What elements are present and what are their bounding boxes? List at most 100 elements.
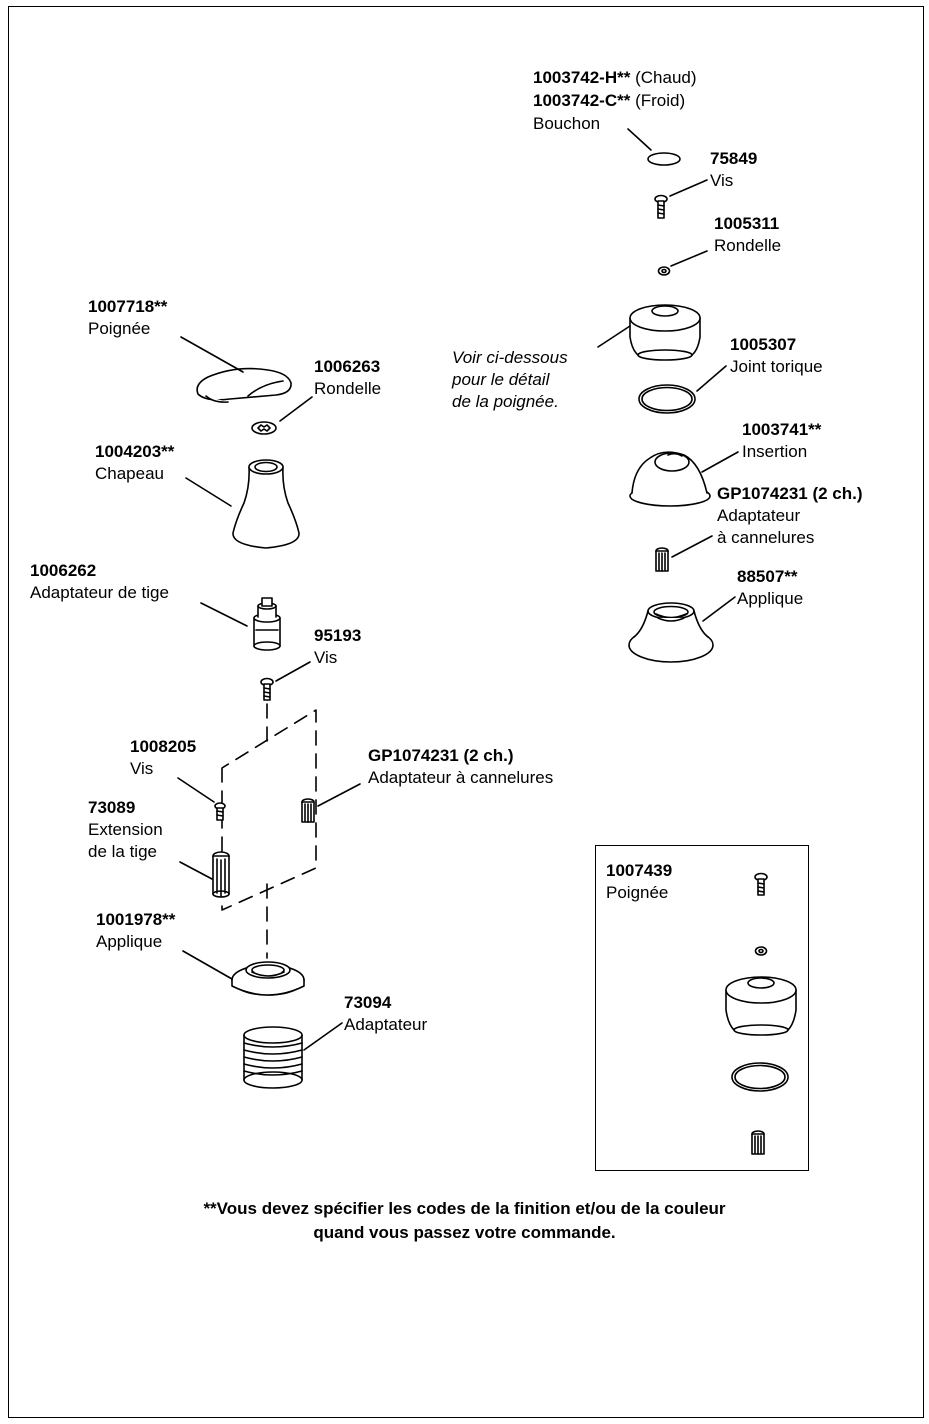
label-button-cap-name: Bouchon bbox=[533, 114, 601, 133]
part-description: Rondelle bbox=[314, 379, 382, 398]
leader-line bbox=[185, 477, 232, 507]
label-escutcheon-1001978: 1001978** Applique bbox=[96, 909, 175, 953]
leader-line bbox=[303, 1022, 343, 1051]
part-description: (Froid) bbox=[635, 91, 686, 110]
label-threaded-adapter-73094: 73094 Adaptateur bbox=[344, 992, 427, 1036]
label-washer-1006263: 1006263 Rondelle bbox=[314, 356, 381, 400]
leader-line bbox=[597, 325, 631, 348]
label-splined-adapter-right: GP1074231 (2 ch.) Adaptateur à cannelure… bbox=[717, 483, 863, 549]
part-description: Insertion bbox=[742, 442, 808, 461]
splined-adapter-part-left bbox=[301, 798, 315, 823]
footnote-line: quand vous passez votre commande. bbox=[313, 1223, 616, 1242]
label-insert-1003741: 1003741** Insertion bbox=[742, 419, 821, 463]
part-description: (Chaud) bbox=[635, 68, 697, 87]
label-cap-1004203: 1004203** Chapeau bbox=[95, 441, 174, 485]
part-number: 1003741** bbox=[742, 420, 822, 439]
label-splined-adapter-left: GP1074231 (2 ch.) Adaptateur à cannelure… bbox=[368, 745, 553, 789]
label-escutcheon-88507: 88507** Applique bbox=[737, 566, 803, 610]
label-lever-handle-1007718: 1007718** Poignée bbox=[88, 296, 167, 340]
inset-splined-adapter-part bbox=[751, 1130, 765, 1155]
label-button-cap-cold: 1003742-C** (Froid) bbox=[533, 90, 685, 112]
leader-line bbox=[696, 365, 727, 392]
part-description: à cannelures bbox=[717, 528, 815, 547]
page-border bbox=[8, 6, 924, 1418]
part-description: Joint torique bbox=[730, 357, 823, 376]
inset-screw-part bbox=[754, 872, 768, 896]
leader-line bbox=[671, 535, 713, 558]
cap-part-1004203 bbox=[232, 459, 300, 549]
button-cap-part bbox=[647, 152, 681, 166]
part-description: Adaptateur à cannelures bbox=[368, 768, 554, 787]
escutcheon-part-1001978 bbox=[231, 961, 305, 996]
part-number: 1005307 bbox=[730, 335, 797, 354]
part-description: Poignée bbox=[88, 319, 151, 338]
washer-part-1006263 bbox=[251, 421, 277, 435]
handle-knob-part bbox=[629, 304, 701, 361]
label-screw-1008205: 1008205 Vis bbox=[130, 736, 196, 780]
label-o-ring-1005307: 1005307 Joint torique bbox=[730, 334, 823, 378]
part-number: 73094 bbox=[344, 993, 392, 1012]
part-number: 88507** bbox=[737, 567, 798, 586]
stem-adapter-part-1006262 bbox=[253, 597, 281, 651]
part-description: Applique bbox=[96, 932, 163, 951]
order-footnote: **Vous devez spécifier les codes de la f… bbox=[0, 1197, 929, 1245]
leader-line bbox=[275, 661, 311, 682]
label-handle-detail-note: Voir ci-dessous pour le détail de la poi… bbox=[452, 347, 568, 413]
washer-part-1005311 bbox=[657, 266, 671, 276]
note-line: pour le détail bbox=[452, 370, 550, 389]
handle-detail-inset bbox=[595, 845, 809, 1171]
leader-line bbox=[279, 396, 313, 422]
leader-line bbox=[200, 602, 248, 627]
leader-line bbox=[179, 861, 213, 880]
o-ring-part-1005307 bbox=[638, 384, 696, 414]
label-button-cap-hot: 1003742-H** (Chaud) bbox=[533, 67, 697, 89]
leader-line bbox=[317, 783, 361, 807]
part-number: 1008205 bbox=[130, 737, 197, 756]
leader-line bbox=[627, 128, 652, 151]
assembly-guide-lines bbox=[221, 703, 317, 959]
leader-line bbox=[701, 451, 739, 473]
label-stem-adapter-1006262: 1006262 Adaptateur de tige bbox=[30, 560, 169, 604]
part-description: Extension bbox=[88, 820, 163, 839]
note-line: Voir ci-dessous bbox=[452, 348, 568, 367]
part-number: 75849 bbox=[710, 149, 758, 168]
inset-o-ring-part bbox=[731, 1062, 789, 1092]
part-number: 1001978** bbox=[96, 910, 176, 929]
part-description: Applique bbox=[737, 589, 804, 608]
label-screw-95193: 95193 Vis bbox=[314, 625, 361, 669]
label-screw-75849: 75849 Vis bbox=[710, 148, 757, 192]
part-number: 1007718** bbox=[88, 297, 168, 316]
part-number: 1006262 bbox=[30, 561, 97, 580]
inset-washer-part bbox=[754, 946, 768, 956]
leader-line bbox=[702, 596, 736, 622]
part-number: 95193 bbox=[314, 626, 362, 645]
part-description: Adaptateur de tige bbox=[30, 583, 169, 602]
footnote-line: **Vous devez spécifier les codes de la f… bbox=[203, 1199, 726, 1218]
leader-line bbox=[180, 336, 244, 373]
lever-handle-part-1007718 bbox=[196, 367, 292, 403]
part-number: 73089 bbox=[88, 798, 136, 817]
part-number: 1004203** bbox=[95, 442, 175, 461]
part-number: 1003742-C** bbox=[533, 91, 631, 110]
part-number: GP1074231 (2 ch.) bbox=[368, 746, 514, 765]
part-description: Adaptateur bbox=[717, 506, 801, 525]
label-stem-extension-73089: 73089 Extension de la tige bbox=[88, 797, 163, 863]
screw-part-95193 bbox=[260, 677, 274, 701]
leader-line bbox=[669, 179, 708, 197]
threaded-adapter-part-73094 bbox=[243, 1026, 303, 1089]
leader-line bbox=[670, 250, 708, 267]
label-washer-1005311: 1005311 Rondelle bbox=[714, 213, 781, 257]
part-number: 1006263 bbox=[314, 357, 381, 376]
screw-part-75849 bbox=[654, 194, 668, 219]
leader-line bbox=[182, 950, 233, 980]
label-inset-handle-1007439: 1007439 Poignée bbox=[606, 860, 672, 904]
screw-part-1008205 bbox=[214, 802, 226, 821]
part-description: Vis bbox=[130, 759, 154, 778]
note-line: de la poignée. bbox=[452, 392, 559, 411]
part-number: 1007439 bbox=[606, 861, 673, 880]
escutcheon-part-88507 bbox=[628, 602, 714, 663]
part-description: Adaptateur bbox=[344, 1015, 428, 1034]
part-number: 1005311 bbox=[714, 214, 780, 233]
part-description: de la tige bbox=[88, 842, 157, 861]
